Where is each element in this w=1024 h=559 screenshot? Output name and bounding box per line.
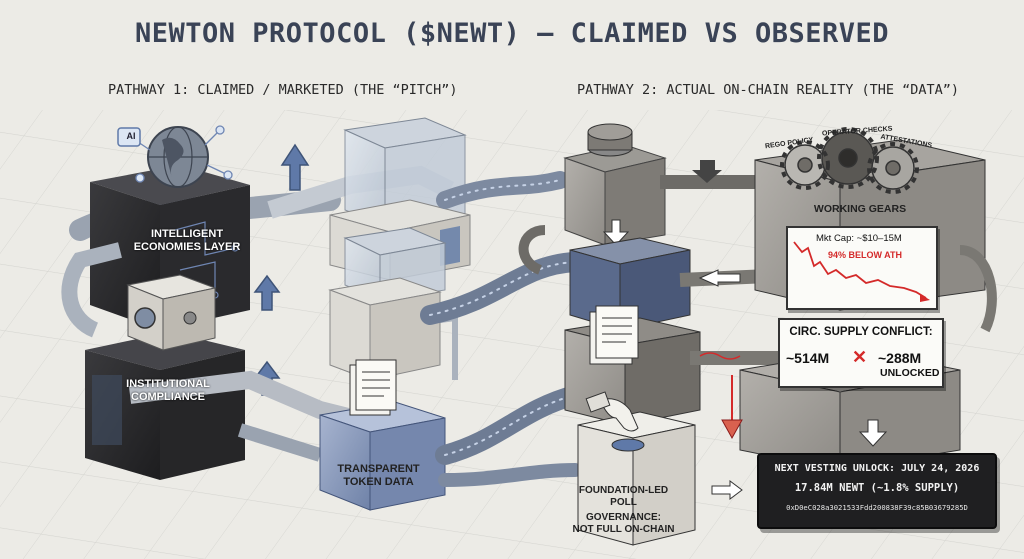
supply-conflict-heading: CIRC. SUPPLY CONFLICT: xyxy=(789,326,933,338)
intelligent-economies-label: INTELLIGENT ECONOMIES LAYER xyxy=(133,228,241,253)
vesting-date-text: NEXT VESTING UNLOCK: JULY 24, 2026 xyxy=(774,463,980,474)
below-ath-text: 94% BELOW ATH xyxy=(828,250,903,260)
supply-conflict-panel: CIRC. SUPPLY CONFLICT: ~514M ✕ ~288M UNL… xyxy=(778,318,944,388)
page-title: NEWTON PROTOCOL ($NEWT) — CLAIMED VS OBS… xyxy=(135,18,889,49)
vesting-contract-address: 0xD0eC028a3021533Fdd200838F39c85B0367928… xyxy=(786,503,968,512)
price-decline-sparkline xyxy=(793,241,930,302)
institutional-compliance-label: INSTITUTIONAL COMPLIANCE xyxy=(126,378,210,403)
vesting-unlock-panel: NEXT VESTING UNLOCK: JULY 24, 2026 17.84… xyxy=(757,453,997,529)
supply-unlocked-label: UNLOCKED xyxy=(880,367,940,379)
working-gears-caption: WORKING GEARS xyxy=(813,203,907,215)
governance-line-2: GOVERNANCE: xyxy=(585,512,661,523)
ai-badge: AI xyxy=(126,131,136,141)
governance-label: FOUNDATION-LED POLL GOVERNANCE: NOT FULL… xyxy=(566,485,681,535)
transparent-token-data-label: TRANSPARENT TOKEN DATA xyxy=(337,463,420,488)
pathway-1-heading: PATHWAY 1: CLAIMED / MARKETED (THE “PITC… xyxy=(108,82,458,98)
vesting-amount-text: 17.84M NEWT (~1.8% SUPPLY) xyxy=(794,482,960,494)
governance-line-3: NOT FULL ON-CHAIN xyxy=(572,523,675,535)
governance-line-1: FOUNDATION-LED POLL xyxy=(578,485,669,508)
pathway-2-heading: PATHWAY 2: ACTUAL ON-CHAIN REALITY (THE … xyxy=(577,82,960,98)
supply-value-right: ~288M xyxy=(878,350,922,366)
market-cap-text: Mkt Cap: ~$10–15M xyxy=(816,233,902,244)
supply-value-left: ~514M xyxy=(786,350,830,366)
market-cap-panel: Mkt Cap: ~$10–15M 94% BELOW ATH xyxy=(786,226,938,310)
supply-conflict-mark: ✕ xyxy=(852,347,868,367)
